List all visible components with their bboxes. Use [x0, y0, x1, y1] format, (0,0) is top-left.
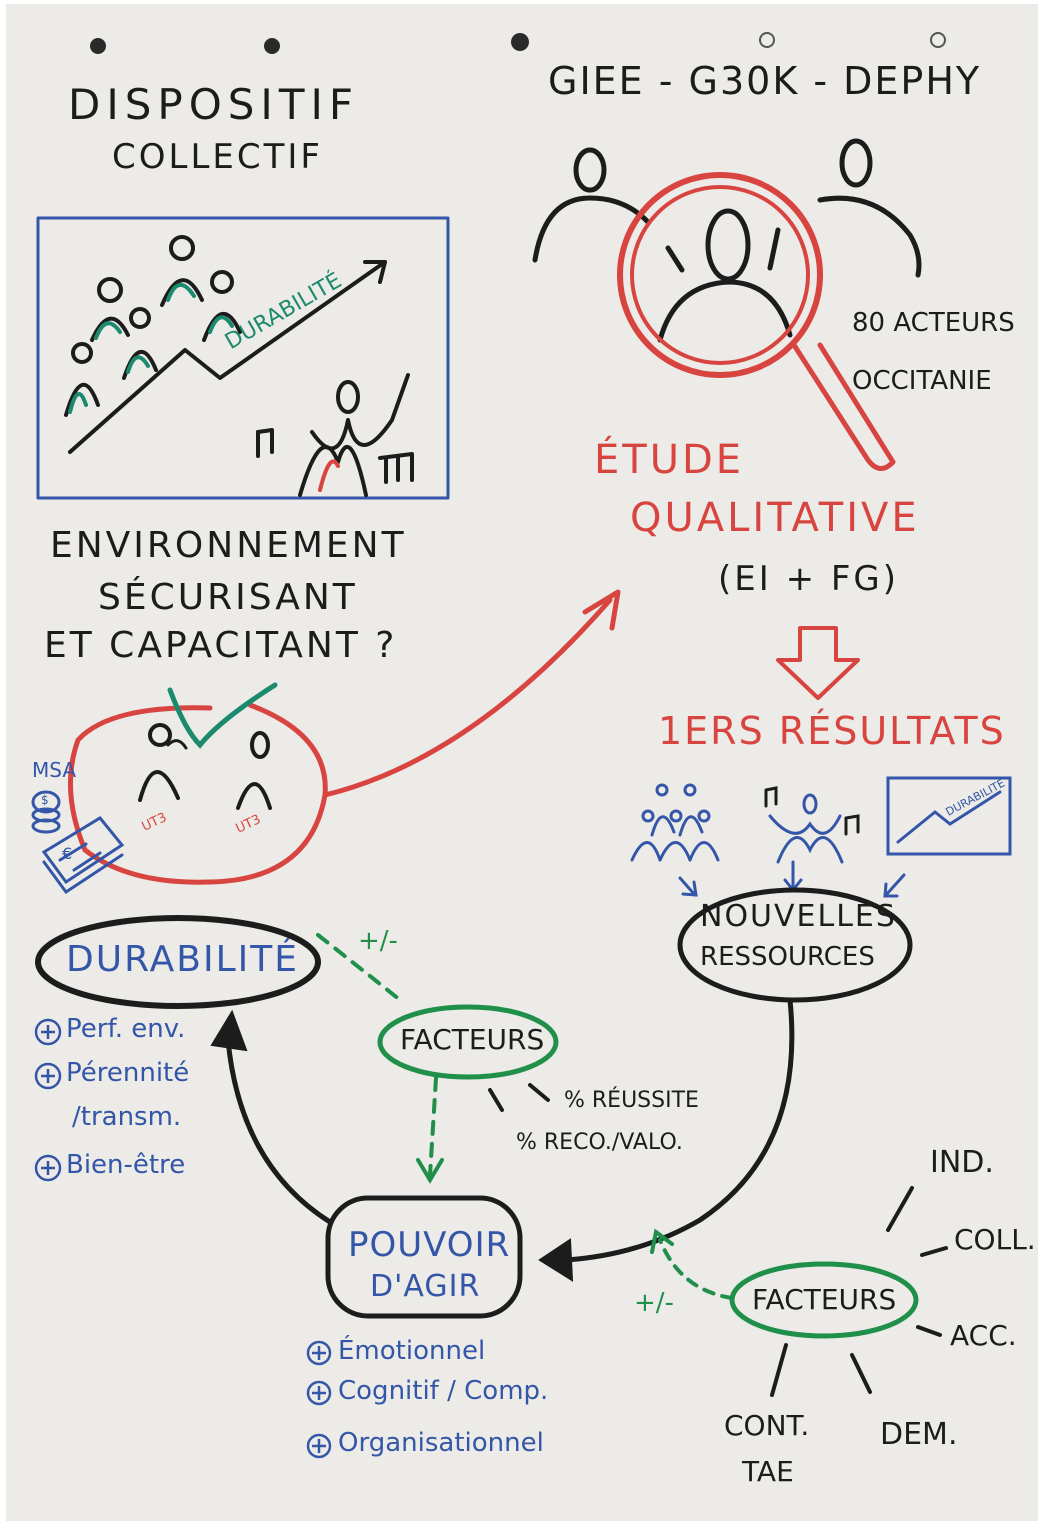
question-line-3: ET CAPACITANT ? — [44, 625, 398, 666]
banknotes-icon — [41, 816, 125, 895]
msa-label: MSA — [32, 758, 77, 782]
facteurs-top-label: FACTEURS — [400, 1023, 545, 1056]
reco-label: % RECO./VALO. — [516, 1130, 683, 1155]
partners-group — [31, 589, 621, 895]
results-durabilite-icon — [886, 776, 1012, 856]
pouvoir-item-1: Émotionnel — [338, 1336, 486, 1366]
plus-bullets — [34, 1018, 332, 1459]
branch-cont: CONT. — [724, 1409, 810, 1442]
results-people-icon — [630, 783, 720, 862]
durabilite-item-4: Bien-être — [66, 1150, 186, 1180]
nouvelles-ellipse — [677, 887, 913, 1003]
coins-icon — [31, 790, 61, 834]
durabilite-picture — [36, 216, 450, 500]
results-title: 1ERS RÉSULTATS — [658, 709, 1006, 753]
actors-line-1: 80 ACTEURS — [852, 308, 1015, 338]
actors-line-2: OCCITANIE — [852, 366, 992, 396]
binder-holes — [90, 32, 946, 54]
facteurs-bottom-label: FACTEURS — [752, 1283, 897, 1316]
pouvoir-item-3: Organisationnel — [338, 1428, 544, 1458]
results-icons — [630, 776, 1012, 898]
people-magnifier-icon — [532, 138, 922, 471]
results-celebrate-icon — [764, 786, 860, 864]
pouvoir-box — [325, 1195, 523, 1319]
cycle-arrows — [210, 933, 795, 1300]
euro-sign: € — [62, 844, 73, 863]
facteurs-top-ellipse — [377, 1004, 559, 1080]
branch-acc: ACC. — [950, 1319, 1017, 1352]
pouvoir-line-1: POUVOIR — [348, 1225, 511, 1265]
question-line-2: SÉCURISANT — [98, 577, 358, 618]
durabilite-item-2: Pérennité — [66, 1058, 190, 1088]
giee-title: GIEE - G30K - DEPHY — [548, 59, 982, 103]
etude-line-1: ÉTUDE — [594, 437, 745, 483]
nouvelles-line-1: NOUVELLES — [700, 899, 897, 934]
pouvoir-line-2: D'AGIR — [370, 1269, 481, 1304]
durabilite-ellipse — [35, 915, 321, 1009]
pm-top-label: +/- — [358, 926, 398, 956]
durabilite-item-3: /transm. — [72, 1102, 182, 1132]
nouvelles-line-2: RESSOURCES — [700, 942, 875, 972]
etude-line-2: QUALITATIVE — [630, 495, 920, 541]
question-line-1: ENVIRONNEMENT — [50, 525, 407, 566]
dollar-sign: $ — [41, 793, 49, 807]
pouvoir-item-2: Cognitif / Comp. — [338, 1376, 549, 1406]
durabilite-node-label: DURABILITÉ — [66, 939, 299, 980]
pm-bottom-label: +/- — [634, 1288, 674, 1318]
branch-tae: TAE — [742, 1455, 794, 1488]
dispositif-title: DISPOSITIF — [68, 80, 360, 129]
facteurs-branches — [770, 1186, 948, 1397]
down-arrow-icon — [776, 626, 860, 700]
branch-ind: IND. — [930, 1145, 994, 1180]
music-note-icon — [256, 428, 414, 484]
branch-coll: COLL. — [954, 1223, 1036, 1256]
collectif-title: COLLECTIF — [112, 137, 323, 177]
durabilite-item-1: Perf. env. — [66, 1014, 186, 1044]
reussite-label: % RÉUSSITE — [564, 1088, 699, 1113]
cycle-shapes — [35, 887, 919, 1339]
celebrating-person-icon — [298, 373, 410, 497]
branch-dem: DEM. — [880, 1417, 958, 1452]
etude-line-3: (EI + FG) — [718, 559, 900, 599]
